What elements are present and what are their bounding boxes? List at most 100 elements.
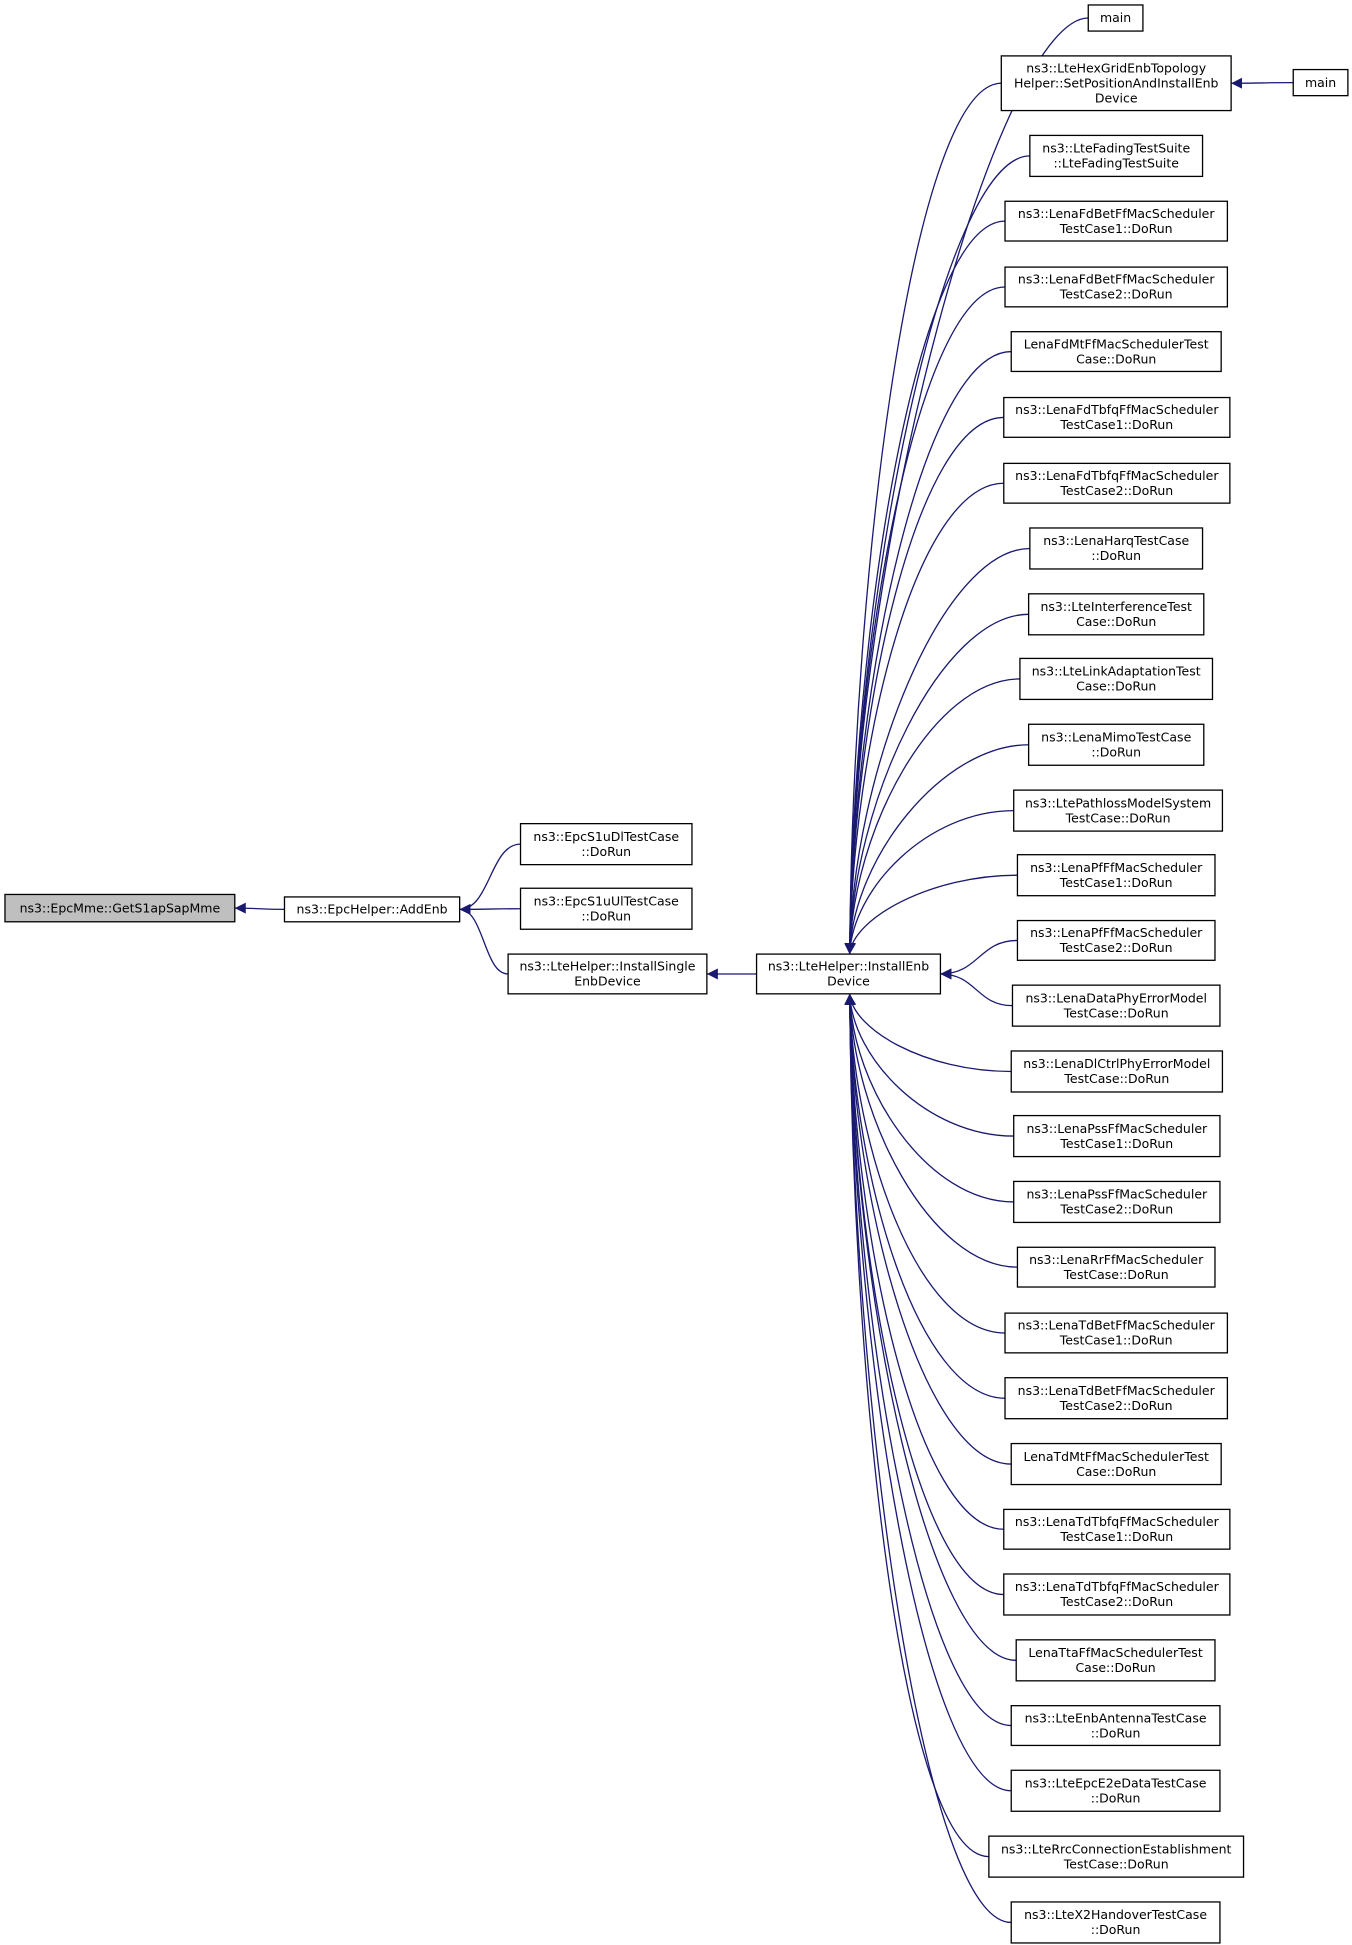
node-label: Case::DoRun xyxy=(1076,1464,1156,1479)
call-edge xyxy=(845,993,1012,1073)
graph-node-tdTbfq2[interactable]: ns3::LenaTdTbfqFfMacSchedulerTestCase2::… xyxy=(1003,1573,1231,1616)
node-label: ns3::LteRrcConnectionEstablishment xyxy=(1001,1841,1232,1856)
node-label: Case::DoRun xyxy=(1076,351,1156,366)
node-label: TestCase1::DoRun xyxy=(1059,417,1173,432)
graph-node-hexGrid[interactable]: ns3::LteHexGridEnbTopologyHelper::SetPos… xyxy=(1000,55,1232,112)
node-box[interactable] xyxy=(1004,1312,1229,1354)
node-box[interactable] xyxy=(283,896,461,923)
node-box[interactable] xyxy=(755,953,942,995)
node-box[interactable] xyxy=(1011,984,1221,1027)
node-box[interactable] xyxy=(1027,593,1205,636)
node-box[interactable] xyxy=(507,953,708,995)
graph-node-tdBet1[interactable]: ns3::LenaTdBetFfMacSchedulerTestCase1::D… xyxy=(1004,1312,1229,1354)
node-box[interactable] xyxy=(1010,1050,1224,1093)
node-box[interactable] xyxy=(1016,854,1216,897)
node-box[interactable] xyxy=(1000,55,1232,112)
graph-node-tdTbfq1[interactable]: ns3::LenaTdTbfqFfMacSchedulerTestCase1::… xyxy=(1003,1508,1231,1550)
node-box[interactable] xyxy=(1292,68,1349,97)
node-box[interactable] xyxy=(519,822,693,866)
call-edge xyxy=(844,993,1014,1137)
call-edge xyxy=(844,482,1004,955)
node-box[interactable] xyxy=(1010,1442,1222,1486)
graph-node-pf1[interactable]: ns3::LenaPfFfMacSchedulerTestCase1::DoRu… xyxy=(1016,854,1216,897)
graph-node-mimo[interactable]: ns3::LenaMimoTestCase::DoRun xyxy=(1027,723,1205,766)
node-box[interactable] xyxy=(1010,1769,1221,1812)
node-box[interactable] xyxy=(1029,134,1204,178)
node-label: ns3::LenaFdTbfqFfMacScheduler xyxy=(1015,402,1219,417)
graph-node-getS1apSapMme[interactable]: ns3::EpcMme::GetS1apSapMme xyxy=(4,893,236,923)
graph-node-fdBet2[interactable]: ns3::LenaFdBetFfMacSchedulerTestCase2::D… xyxy=(1004,266,1229,308)
node-box[interactable] xyxy=(1027,723,1205,766)
node-box[interactable] xyxy=(1013,1180,1221,1224)
node-box[interactable] xyxy=(4,893,236,923)
call-edge xyxy=(844,993,1004,1530)
graph-node-epcS1uDl[interactable]: ns3::EpcS1uDlTestCase::DoRun xyxy=(519,822,693,866)
node-box[interactable] xyxy=(1016,919,1216,961)
graph-node-pss1[interactable]: ns3::LenaPssFfMacSchedulerTestCase1::DoR… xyxy=(1013,1114,1221,1158)
graph-node-epcS1uUl[interactable]: ns3::EpcS1uUlTestCase::DoRun xyxy=(519,887,693,930)
node-box[interactable] xyxy=(1016,1246,1216,1288)
node-label: ns3::LenaDataPhyErrorModel xyxy=(1025,990,1207,1005)
call-edge xyxy=(844,220,1006,955)
node-box[interactable] xyxy=(1010,1705,1221,1747)
node-box[interactable] xyxy=(1087,4,1144,32)
graph-node-main2[interactable]: main xyxy=(1292,68,1349,97)
call-edge xyxy=(844,993,1017,1661)
call-edge xyxy=(844,993,1006,1399)
node-box[interactable] xyxy=(988,1835,1245,1878)
node-box[interactable] xyxy=(1019,657,1214,701)
node-box[interactable] xyxy=(519,887,693,930)
node-label: TestCase1::DoRun xyxy=(1059,875,1173,890)
graph-node-pathloss[interactable]: ns3::LtePathlossModelSystemTestCase::DoR… xyxy=(1013,789,1224,832)
graph-node-pss2[interactable]: ns3::LenaPssFfMacSchedulerTestCase2::DoR… xyxy=(1013,1180,1221,1224)
node-box[interactable] xyxy=(1010,331,1222,373)
graph-node-fadingSuite[interactable]: ns3::LteFadingTestSuite::LteFadingTestSu… xyxy=(1029,134,1204,178)
graph-node-pf2[interactable]: ns3::LenaPfFfMacSchedulerTestCase2::DoRu… xyxy=(1016,919,1216,961)
node-box[interactable] xyxy=(1029,527,1204,570)
node-box[interactable] xyxy=(1003,1508,1231,1550)
node-box[interactable] xyxy=(1003,1573,1231,1616)
graph-node-rrcConn[interactable]: ns3::LteRrcConnectionEstablishmentTestCa… xyxy=(988,1835,1245,1878)
node-box[interactable] xyxy=(1004,1377,1229,1420)
node-box[interactable] xyxy=(1013,1114,1221,1158)
node-box[interactable] xyxy=(1015,1639,1216,1682)
node-label: main xyxy=(1100,10,1131,25)
node-label: ns3::EpcS1uUlTestCase xyxy=(534,893,679,908)
node-label: ns3::LenaTdTbfqFfMacScheduler xyxy=(1015,1579,1220,1594)
graph-node-harq[interactable]: ns3::LenaHarqTestCase::DoRun xyxy=(1029,527,1204,570)
graph-node-tdBet2[interactable]: ns3::LenaTdBetFfMacSchedulerTestCase2::D… xyxy=(1004,1377,1229,1420)
node-box[interactable] xyxy=(1003,462,1231,504)
node-label: Case::DoRun xyxy=(1076,679,1156,694)
graph-node-main1[interactable]: main xyxy=(1087,4,1144,32)
node-box[interactable] xyxy=(1010,1901,1221,1944)
graph-node-fdBet1[interactable]: ns3::LenaFdBetFfMacSchedulerTestCase1::D… xyxy=(1004,200,1229,242)
graph-node-x2Handover[interactable]: ns3::LteX2HandoverTestCase::DoRun xyxy=(1010,1901,1221,1944)
node-box[interactable] xyxy=(1013,789,1224,832)
graph-node-addEnb[interactable]: ns3::EpcHelper::AddEnb xyxy=(283,896,461,923)
call-edge xyxy=(844,416,1004,955)
graph-node-fdTbfq2[interactable]: ns3::LenaFdTbfqFfMacSchedulerTestCase2::… xyxy=(1003,462,1231,504)
node-layer: ns3::EpcMme::GetS1apSapMme ns3::EpcHelper… xyxy=(4,4,1349,1944)
call-edge xyxy=(940,968,1013,1007)
graph-node-dlCtrl[interactable]: ns3::LenaDlCtrlPhyErrorModelTestCase::Do… xyxy=(1010,1050,1224,1093)
node-box[interactable] xyxy=(1003,396,1231,438)
node-box[interactable] xyxy=(1004,200,1229,242)
graph-node-fdTbfq1[interactable]: ns3::LenaFdTbfqFfMacSchedulerTestCase1::… xyxy=(1003,396,1231,438)
graph-node-antenna[interactable]: ns3::LteEnbAntennaTestCase::DoRun xyxy=(1010,1705,1221,1747)
node-label: ns3::LteEpcE2eDataTestCase xyxy=(1025,1775,1207,1790)
node-box[interactable] xyxy=(1004,266,1229,308)
node-label: ns3::LteEnbAntennaTestCase xyxy=(1025,1710,1207,1725)
edge-layer xyxy=(234,17,1294,1924)
graph-node-epcE2e[interactable]: ns3::LteEpcE2eDataTestCase::DoRun xyxy=(1010,1769,1221,1812)
node-label: ns3::LteHelper::InstallSingle xyxy=(520,959,696,974)
graph-node-dataPhy[interactable]: ns3::LenaDataPhyErrorModelTestCase::DoRu… xyxy=(1011,984,1221,1027)
node-label: ns3::LenaPssFfMacScheduler xyxy=(1026,1121,1208,1136)
